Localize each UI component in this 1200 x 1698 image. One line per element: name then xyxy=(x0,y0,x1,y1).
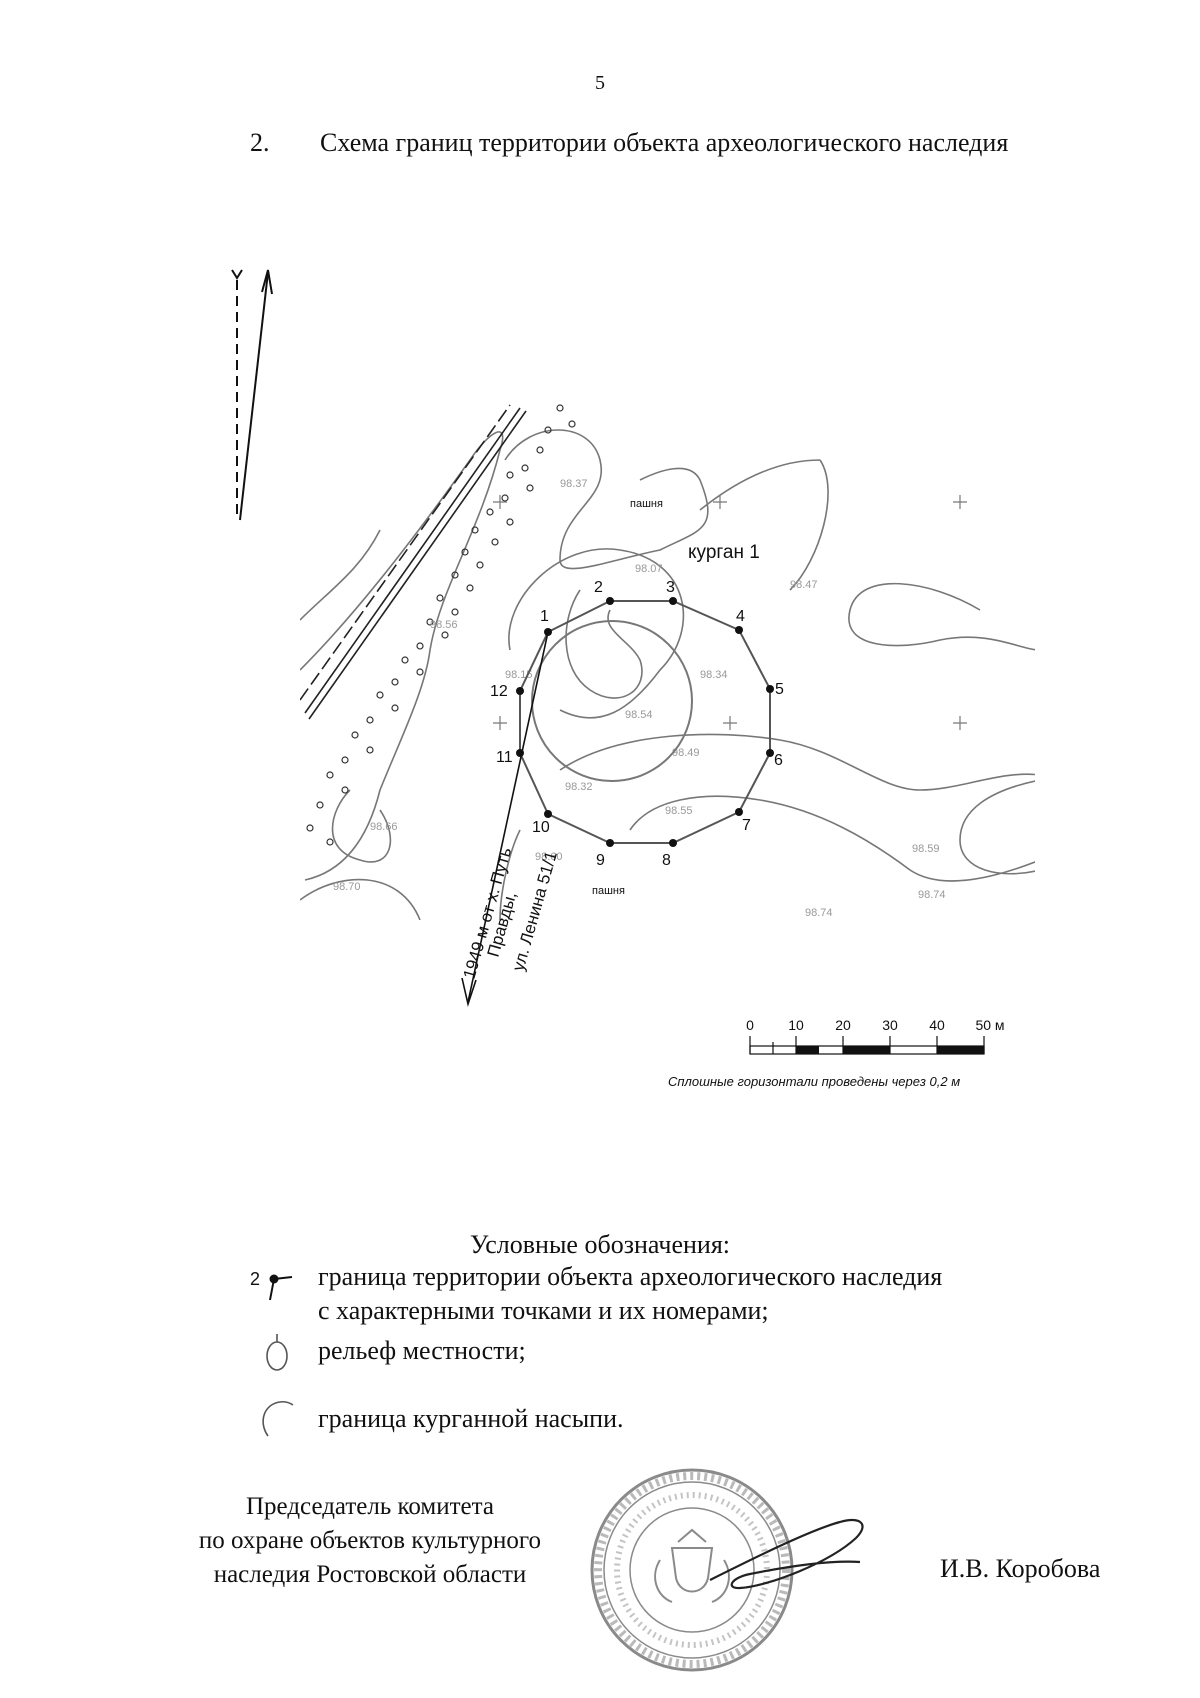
tree-belt xyxy=(306,404,576,846)
stamp-seal xyxy=(590,1468,794,1672)
mound-boundary-icon xyxy=(262,1400,294,1437)
section-title: Схема границ территории объекта археолог… xyxy=(320,128,1009,157)
signatory-name: И.В. Коробова xyxy=(940,1554,1101,1583)
scale-bar: 0 10 20 30 40 50 м Сплошные горизонтали … xyxy=(668,1017,1005,1089)
elevation-label: 98.74 xyxy=(918,889,946,901)
elevation-label: 98.6 xyxy=(505,1029,526,1041)
boundary-point xyxy=(544,810,552,818)
elevation-labels: 98.37 98.07 98.47 98.15 98.34 98.54 98.4… xyxy=(333,478,983,1041)
scale-label: 0 xyxy=(746,1017,754,1033)
legend-title: Условные обозначения: xyxy=(469,1230,731,1259)
boundary-point xyxy=(606,839,614,847)
boundary-point-label: 2 xyxy=(594,579,603,596)
boundary-point-label: 8 xyxy=(662,852,671,869)
north-arrow-icon xyxy=(231,269,273,521)
distance-label-line: ул. Ленина 51/1 xyxy=(509,849,561,973)
boundary-point-label: 6 xyxy=(774,752,783,769)
boundary-point-label: 12 xyxy=(490,683,508,700)
boundary-point xyxy=(606,597,614,605)
contour-note: Сплошные горизонтали проведены через 0,2… xyxy=(668,1074,960,1089)
elevation-label: 98.32 xyxy=(565,781,593,793)
boundary-point-label: 3 xyxy=(666,579,675,596)
boundary-point-label: 7 xyxy=(742,817,751,834)
distance-label: 1949 м от х. Путь Правды, ул. Ленина 51/… xyxy=(460,845,561,981)
road xyxy=(300,404,527,720)
elevation-label: 98.59 xyxy=(912,843,940,855)
boundary-point-label: 1 xyxy=(540,608,549,625)
elevation-label: 98.55 xyxy=(665,805,693,817)
boundary-points xyxy=(516,597,774,847)
elevation-label: 98.34 xyxy=(700,669,728,681)
terrain-contours xyxy=(300,429,1035,920)
signatory-line: наследия Ростовской области xyxy=(213,1561,527,1588)
legend-text: рельеф местности; xyxy=(318,1336,526,1365)
signatory-organization: Председатель комитета по охране объектов… xyxy=(140,1490,600,1592)
elevation-label: 98.54 xyxy=(625,709,653,721)
field-label: пашня xyxy=(630,498,663,510)
section-number: 2. xyxy=(250,128,270,157)
boundary-point xyxy=(766,749,774,757)
page-number: 5 xyxy=(595,72,605,94)
boundary-point xyxy=(516,687,524,695)
elevation-label: 98.07 xyxy=(635,563,663,575)
boundary-point-label: 11 xyxy=(496,749,513,766)
scale-label: 30 xyxy=(882,1017,898,1033)
elevation-label: 98.49 xyxy=(672,747,700,759)
section-heading: 2. Схема границ территории объекта археол… xyxy=(250,128,1008,158)
boundary-point xyxy=(735,808,743,816)
legend-text: граница территории объекта археологическ… xyxy=(318,1262,943,1291)
boundary-point-label: 10 xyxy=(532,819,550,836)
elevation-label: 98.66 xyxy=(370,821,398,833)
scale-label: 10 xyxy=(788,1017,804,1033)
boundary-point-labels: 1 2 3 4 5 6 7 8 9 10 11 12 xyxy=(490,579,784,869)
boundary-point-icon: 2 xyxy=(250,1269,293,1301)
territory-boundary xyxy=(519,600,771,844)
legend-text: с характерными точками и их номерами; xyxy=(318,1296,769,1325)
boundary-point xyxy=(669,597,677,605)
distance-arrow xyxy=(461,631,549,1007)
elevation-label: 98.56 xyxy=(430,619,458,631)
boundary-point-label: 5 xyxy=(775,681,784,698)
grid-crosses xyxy=(493,495,967,730)
contour-icon xyxy=(266,1334,288,1371)
elevation-label: 98.70 xyxy=(333,881,361,893)
scale-label: 20 xyxy=(835,1017,851,1033)
legend-symbol-label: 2 xyxy=(250,1269,260,1289)
boundary-point-label: 9 xyxy=(596,852,605,869)
boundary-point xyxy=(735,626,743,634)
handwritten-signature xyxy=(709,1518,864,1590)
mound-label: курган 1 xyxy=(688,542,760,563)
boundary-point-label: 4 xyxy=(736,608,745,625)
elevation-label: 98.37 xyxy=(560,478,588,490)
scale-label: 40 xyxy=(929,1017,945,1033)
elevation-label: 98.74 xyxy=(805,907,833,919)
elevation-label: 98.84 xyxy=(690,919,718,931)
mound-boundary-circle xyxy=(531,620,693,782)
boundary-point xyxy=(669,839,677,847)
signatory-line: по охране объектов культурного xyxy=(198,1527,542,1554)
elevation-label: 98.60 xyxy=(535,851,563,863)
elevation-label: 98.66 xyxy=(955,941,983,953)
official-stamp-seal xyxy=(590,1468,864,1672)
elevation-label: 98.47 xyxy=(790,579,818,591)
boundary-point xyxy=(766,685,774,693)
boundary-scheme-map: 98.37 98.07 98.47 98.15 98.34 98.54 98.4… xyxy=(231,269,1035,1089)
signatory-line: Председатель комитета xyxy=(246,1493,494,1520)
field-label: пашня xyxy=(592,885,625,897)
legend-text: граница курганной насыпи. xyxy=(318,1404,624,1433)
scale-label: 50 м xyxy=(975,1017,1004,1033)
